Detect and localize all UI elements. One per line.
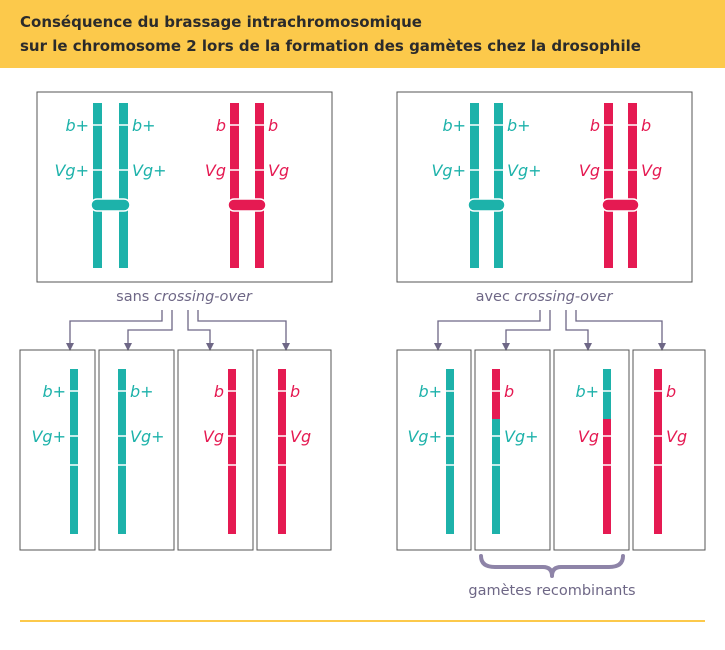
connectors-right bbox=[434, 310, 666, 351]
chromatid-teal-2 bbox=[494, 103, 503, 268]
label-b-plus: b+ bbox=[418, 382, 442, 401]
footer-divider bbox=[20, 620, 705, 622]
label-b: b bbox=[590, 116, 600, 135]
label-vg: Vg bbox=[579, 161, 600, 180]
label-vg-plus: Vg+ bbox=[54, 161, 89, 180]
gamete-box-2 bbox=[98, 349, 175, 551]
label-b: b bbox=[504, 382, 514, 401]
label-b: b bbox=[268, 116, 278, 135]
gamete-box-7 bbox=[553, 349, 630, 551]
label-b: b bbox=[214, 382, 224, 401]
caption-crossing: crossing-over bbox=[515, 289, 614, 305]
centromere-pink bbox=[601, 198, 640, 212]
gamete-box-4 bbox=[256, 349, 332, 551]
label-vg: Vg bbox=[641, 161, 662, 180]
gamete-chromosome-recombinant bbox=[603, 369, 611, 534]
caption-sans-crossing-over: sans crossing-over bbox=[116, 289, 253, 305]
label-b-plus: b+ bbox=[42, 382, 66, 401]
chromatid-pink-1 bbox=[230, 103, 239, 268]
label-vg: Vg bbox=[203, 427, 224, 446]
gamete-box-8 bbox=[632, 349, 706, 551]
label-vg: Vg bbox=[205, 161, 226, 180]
parent-chromosomes-right bbox=[466, 103, 641, 268]
label-vg: Vg bbox=[290, 427, 311, 446]
gamete-chromosome bbox=[278, 369, 286, 534]
gamete-chromosome bbox=[228, 369, 236, 534]
label-b: b bbox=[641, 116, 651, 135]
caption-crossing: crossing-over bbox=[154, 289, 253, 305]
label-vg: Vg bbox=[666, 427, 687, 446]
label-vg-plus: Vg+ bbox=[31, 427, 66, 446]
title-line-1: Conséquence du brassage intrachromosomiq… bbox=[20, 13, 422, 31]
chromatid-pink-2 bbox=[628, 103, 637, 268]
gamete-chromosome-recombinant bbox=[492, 369, 500, 534]
label-vg-plus: Vg+ bbox=[431, 161, 466, 180]
connectors-left bbox=[66, 310, 290, 351]
chromatid-pink-2 bbox=[255, 103, 264, 268]
parent-chromosomes-left bbox=[89, 103, 268, 268]
label-vg-plus: Vg+ bbox=[130, 427, 165, 446]
label-vg-plus: Vg+ bbox=[407, 427, 442, 446]
centromere-teal bbox=[467, 198, 506, 212]
label-vg-plus: Vg+ bbox=[507, 161, 542, 180]
label-vg-plus: Vg+ bbox=[504, 427, 539, 446]
parent-panel-right bbox=[396, 91, 693, 283]
label-b-plus: b+ bbox=[575, 382, 599, 401]
label-b: b bbox=[666, 382, 676, 401]
chromatid-teal-2 bbox=[119, 103, 128, 268]
gamete-box-6 bbox=[474, 349, 551, 551]
label-b-plus: b+ bbox=[507, 116, 531, 135]
gamete-box-1 bbox=[19, 349, 96, 551]
gamete-chromosome bbox=[446, 369, 454, 534]
chromatid-teal-1 bbox=[470, 103, 479, 268]
label-b-plus: b+ bbox=[65, 116, 89, 135]
caption-avec: avec bbox=[476, 289, 515, 305]
gamete-chromosome bbox=[118, 369, 126, 534]
gamete-box-3 bbox=[177, 349, 254, 551]
gamete-chromosome bbox=[654, 369, 662, 534]
centromere-teal bbox=[90, 198, 131, 212]
title-line-2: sur le chromosome 2 lors de la formation… bbox=[20, 37, 641, 55]
label-b-plus: b+ bbox=[132, 116, 156, 135]
caption-recombinants: gamètes recombinants bbox=[468, 583, 635, 599]
caption-sans: sans bbox=[116, 289, 154, 305]
label-vg: Vg bbox=[268, 161, 289, 180]
recombinant-brace bbox=[479, 554, 625, 578]
parent-panel-left bbox=[36, 91, 333, 283]
label-vg: Vg bbox=[578, 427, 599, 446]
gamete-chromosome bbox=[70, 369, 78, 534]
title-band: Conséquence du brassage intrachromosomiq… bbox=[0, 0, 725, 68]
chromatid-pink-1 bbox=[604, 103, 613, 268]
label-b-plus: b+ bbox=[130, 382, 154, 401]
chromatid-teal-1 bbox=[93, 103, 102, 268]
label-b: b bbox=[216, 116, 226, 135]
caption-avec-crossing-over: avec crossing-over bbox=[476, 289, 614, 305]
gamete-box-5 bbox=[396, 349, 472, 551]
label-vg-plus: Vg+ bbox=[132, 161, 167, 180]
centromere-pink bbox=[227, 198, 267, 212]
label-b-plus: b+ bbox=[442, 116, 466, 135]
label-b: b bbox=[290, 382, 300, 401]
